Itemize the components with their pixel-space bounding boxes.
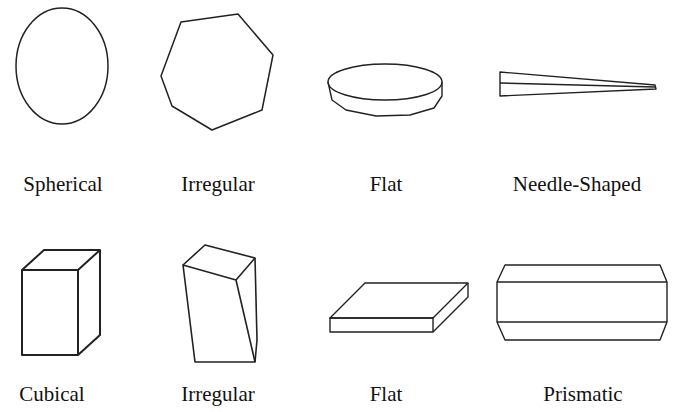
needle-particle [500, 72, 656, 96]
flat-plate-particle [330, 283, 468, 332]
shape-label: Irregular [181, 384, 254, 405]
irregular-particle [161, 14, 273, 130]
spherical-particle [16, 8, 108, 124]
irregular-block-particle [183, 245, 257, 362]
shape-label: Cubical [19, 384, 84, 405]
shape-label: Flat [370, 384, 403, 405]
shape-label: Irregular [181, 174, 254, 195]
prismatic-particle [497, 265, 667, 340]
flat-disk-particle [328, 64, 442, 116]
shape-label: Spherical [23, 174, 102, 195]
shape-label: Prismatic [543, 384, 622, 405]
shape-label: Needle-Shaped [513, 174, 641, 195]
cubical-particle [22, 250, 100, 355]
shape-label: Flat [370, 174, 403, 195]
